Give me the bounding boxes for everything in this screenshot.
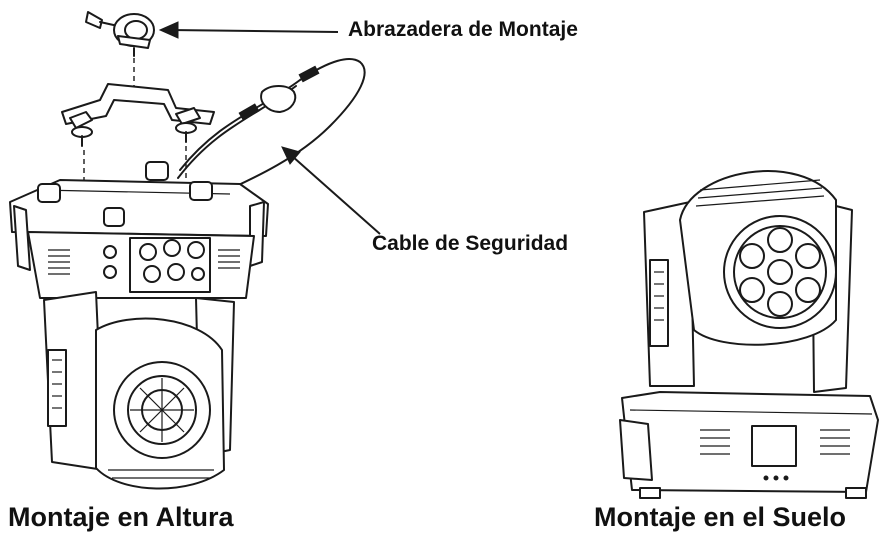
clamp-arrow [158, 21, 339, 39]
cable-arrow [281, 146, 381, 235]
omega-bracket [61, 83, 215, 200]
truss-mount-fixture [9, 161, 269, 490]
truss-mount-caption: Montaje en Altura [8, 502, 234, 532]
floor-mount-fixture [619, 170, 879, 499]
safety-cable [177, 58, 366, 199]
mounting-clamp [85, 11, 155, 92]
clamp-label: Abrazadera de Montaje [348, 18, 578, 41]
safety-cable-label: Cable de Seguridad [372, 232, 569, 255]
floor-mount-caption: Montaje en el Suelo [594, 502, 847, 532]
